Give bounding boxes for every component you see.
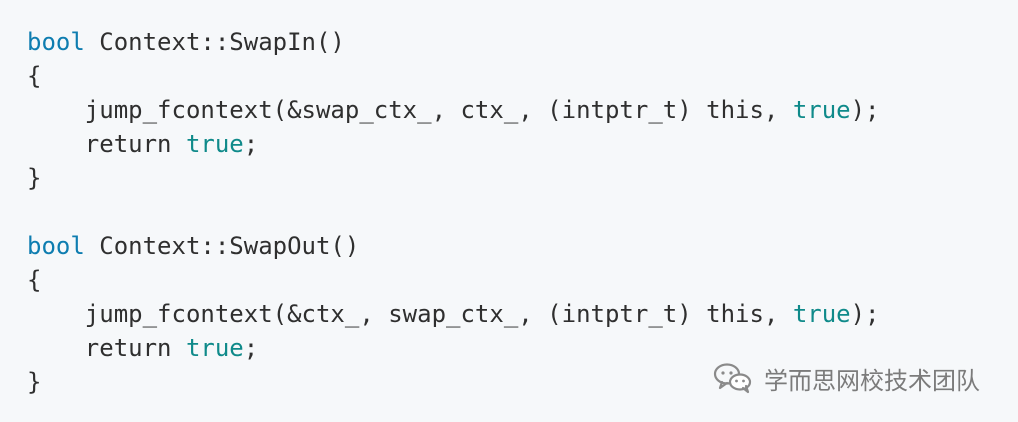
- code-line: jump_fcontext(&swap_ctx_, ctx_, (intptr_…: [27, 93, 880, 127]
- code-line: return true;: [27, 127, 880, 161]
- wechat-icon: [713, 363, 752, 394]
- code-text: }: [27, 164, 42, 192]
- watermark-text: 学而思网校技术团队: [764, 366, 980, 395]
- code-block: bool Context::SwapIn(){ jump_fcontext(&s…: [27, 25, 880, 399]
- code-line: return true;: [27, 331, 880, 365]
- code-text: ;: [243, 334, 259, 362]
- code-line: }: [27, 161, 880, 195]
- code-text: );: [850, 96, 880, 124]
- code-literal: true: [185, 130, 244, 158]
- code-line: bool Context::SwapIn(): [27, 25, 880, 59]
- code-keyword: bool: [27, 232, 85, 260]
- code-text: {: [27, 62, 42, 90]
- code-text: Context::SwapOut(): [84, 232, 360, 260]
- code-literal: true: [792, 300, 851, 328]
- code-text: return: [27, 334, 186, 362]
- code-literal: true: [185, 334, 244, 362]
- watermark: 学而思网校技术团队: [712, 358, 980, 398]
- code-text: ;: [243, 130, 259, 158]
- code-line: }: [27, 365, 880, 399]
- code-text: );: [850, 300, 880, 328]
- code-literal: true: [792, 96, 851, 124]
- code-line: {: [27, 59, 880, 93]
- code-keyword: bool: [27, 28, 85, 56]
- code-text: {: [27, 266, 42, 294]
- code-text: return: [27, 130, 186, 158]
- code-text: }: [27, 368, 42, 396]
- code-text: jump_fcontext(&ctx_, swap_ctx_, (intptr_…: [27, 300, 793, 328]
- code-line: [27, 195, 880, 229]
- code-text: jump_fcontext(&swap_ctx_, ctx_, (intptr_…: [27, 96, 793, 124]
- code-line: bool Context::SwapOut(): [27, 229, 880, 263]
- code-line: jump_fcontext(&ctx_, swap_ctx_, (intptr_…: [27, 297, 880, 331]
- code-line: {: [27, 263, 880, 297]
- code-text: Context::SwapIn(): [84, 28, 345, 56]
